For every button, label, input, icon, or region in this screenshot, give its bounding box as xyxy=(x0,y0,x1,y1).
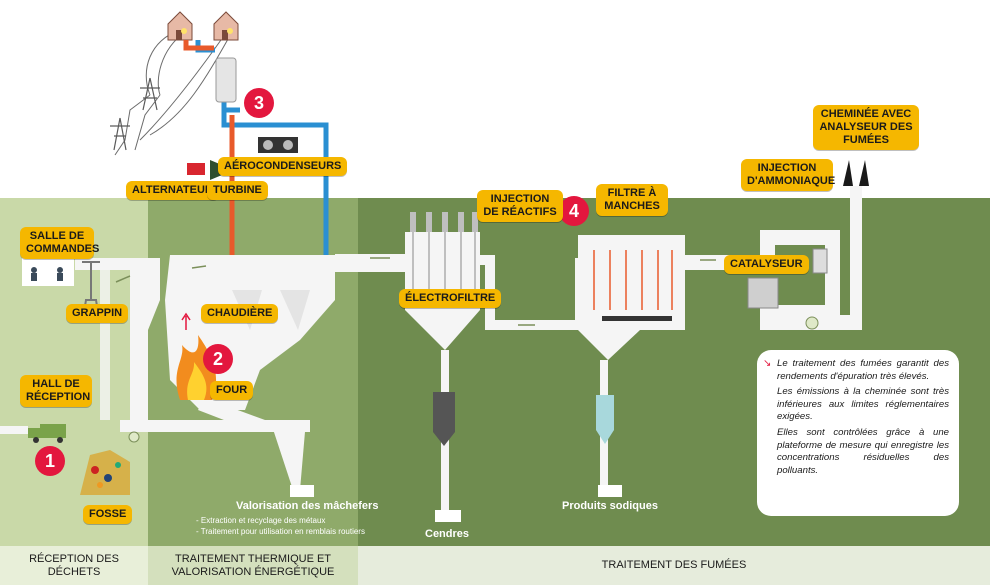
output-machefers-title: Valorisation des mâchefers xyxy=(236,500,379,512)
stack-funnels xyxy=(843,160,869,186)
output-cendres: Cendres xyxy=(425,528,470,540)
band-reception: RÉCEPTION DES DÉCHETS xyxy=(0,546,148,585)
crane-icon xyxy=(82,261,100,313)
filter-conveyor xyxy=(602,316,672,321)
info-paragraph-1: Le traitement des fumées garantit des re… xyxy=(777,358,949,382)
output-machefers-line2: - Traitement pour utilisation en remblai… xyxy=(196,527,365,536)
info-paragraph-3: Elles sont contrôlées grâce à une platef… xyxy=(777,426,949,476)
band-reception-label: RÉCEPTION DES DÉCHETS xyxy=(29,552,119,578)
label-aerocondenseurs: AÉROCONDENSEURS xyxy=(218,157,348,176)
filter-bags xyxy=(593,250,673,310)
band-fumes-label: TRAITEMENT DES FUMÉES xyxy=(601,559,747,571)
label-grappin: GRAPPIN xyxy=(66,304,129,323)
fan-icon-2 xyxy=(128,431,140,443)
label-injection-reactifs: INJECTION DE RÉACTIFS xyxy=(477,190,563,222)
waste-pile xyxy=(80,450,130,495)
stack-top xyxy=(850,186,862,200)
label-fosse: FOSSE xyxy=(83,505,133,524)
info-box: ↘ Le traitement des fumées garantit des … xyxy=(757,350,959,516)
label-cheminee: CHEMINÉE AVEC ANALYSEUR DES FUMÉES xyxy=(813,105,919,150)
electrofilter-electrodes xyxy=(410,212,478,292)
ammonia-mixer xyxy=(812,248,828,274)
process-flow xyxy=(75,200,862,510)
ash-silo xyxy=(433,392,455,446)
band-reception-bg xyxy=(0,546,148,585)
band-thermal-label: TRAITEMENT THERMIQUE ET VALORISATION ÉNE… xyxy=(171,552,335,578)
band-thermal-bg xyxy=(148,546,358,585)
pylon xyxy=(110,77,160,151)
band-thermal: TRAITEMENT THERMIQUE ET VALORISATION ÉNE… xyxy=(148,546,358,585)
flow-arrows xyxy=(115,257,716,326)
label-four: FOUR xyxy=(210,381,254,400)
step-4-badge: 4 xyxy=(559,196,589,226)
alternator-shape xyxy=(187,163,205,175)
truck-icon xyxy=(28,424,66,443)
arrow-icon: ↘ xyxy=(763,358,772,369)
label-turbine: TURBINE xyxy=(207,181,268,200)
band-fumes: TRAITEMENT DES FUMÉES xyxy=(358,546,990,585)
label-salle-commandes: SALLE DE COMMANDES xyxy=(20,227,99,259)
label-chaudiere: CHAUDIÈRE xyxy=(201,304,279,323)
label-filtre-manches: FILTRE À MANCHES xyxy=(596,184,668,216)
label-injection-ammoniaque: INJECTION D'AMMONIAQUE xyxy=(741,159,835,191)
output-machefers-line1: - Extraction et recyclage des métaux xyxy=(196,516,326,525)
label-hall-reception: HALL DE RÉCEPTION xyxy=(20,375,92,407)
label-catalyseur: CATALYSEUR xyxy=(724,255,809,274)
band-fumes-bg xyxy=(358,546,990,585)
sodium-silo xyxy=(596,395,614,444)
control-room-shape xyxy=(22,258,74,286)
heat-arrow xyxy=(181,312,191,330)
step-2-badge: 2 xyxy=(203,344,233,374)
aerocondenser-fans xyxy=(258,137,298,153)
heat-exchanger xyxy=(215,57,237,103)
label-electrofiltre: ÉLECTROFILTRE xyxy=(399,289,502,308)
step-3-badge: 3 xyxy=(244,88,274,118)
houses-icon xyxy=(167,11,239,41)
label-alternateur: ALTERNATEUR xyxy=(126,181,219,200)
info-paragraph-2: Les émissions à la cheminée sont très in… xyxy=(777,386,949,423)
residue-trucks xyxy=(290,485,622,522)
catalyst-unit xyxy=(747,277,779,309)
fan-icon xyxy=(805,316,819,330)
step-1-badge: 1 xyxy=(35,446,65,476)
output-produits-sodiques: Produits sodiques xyxy=(562,500,658,512)
